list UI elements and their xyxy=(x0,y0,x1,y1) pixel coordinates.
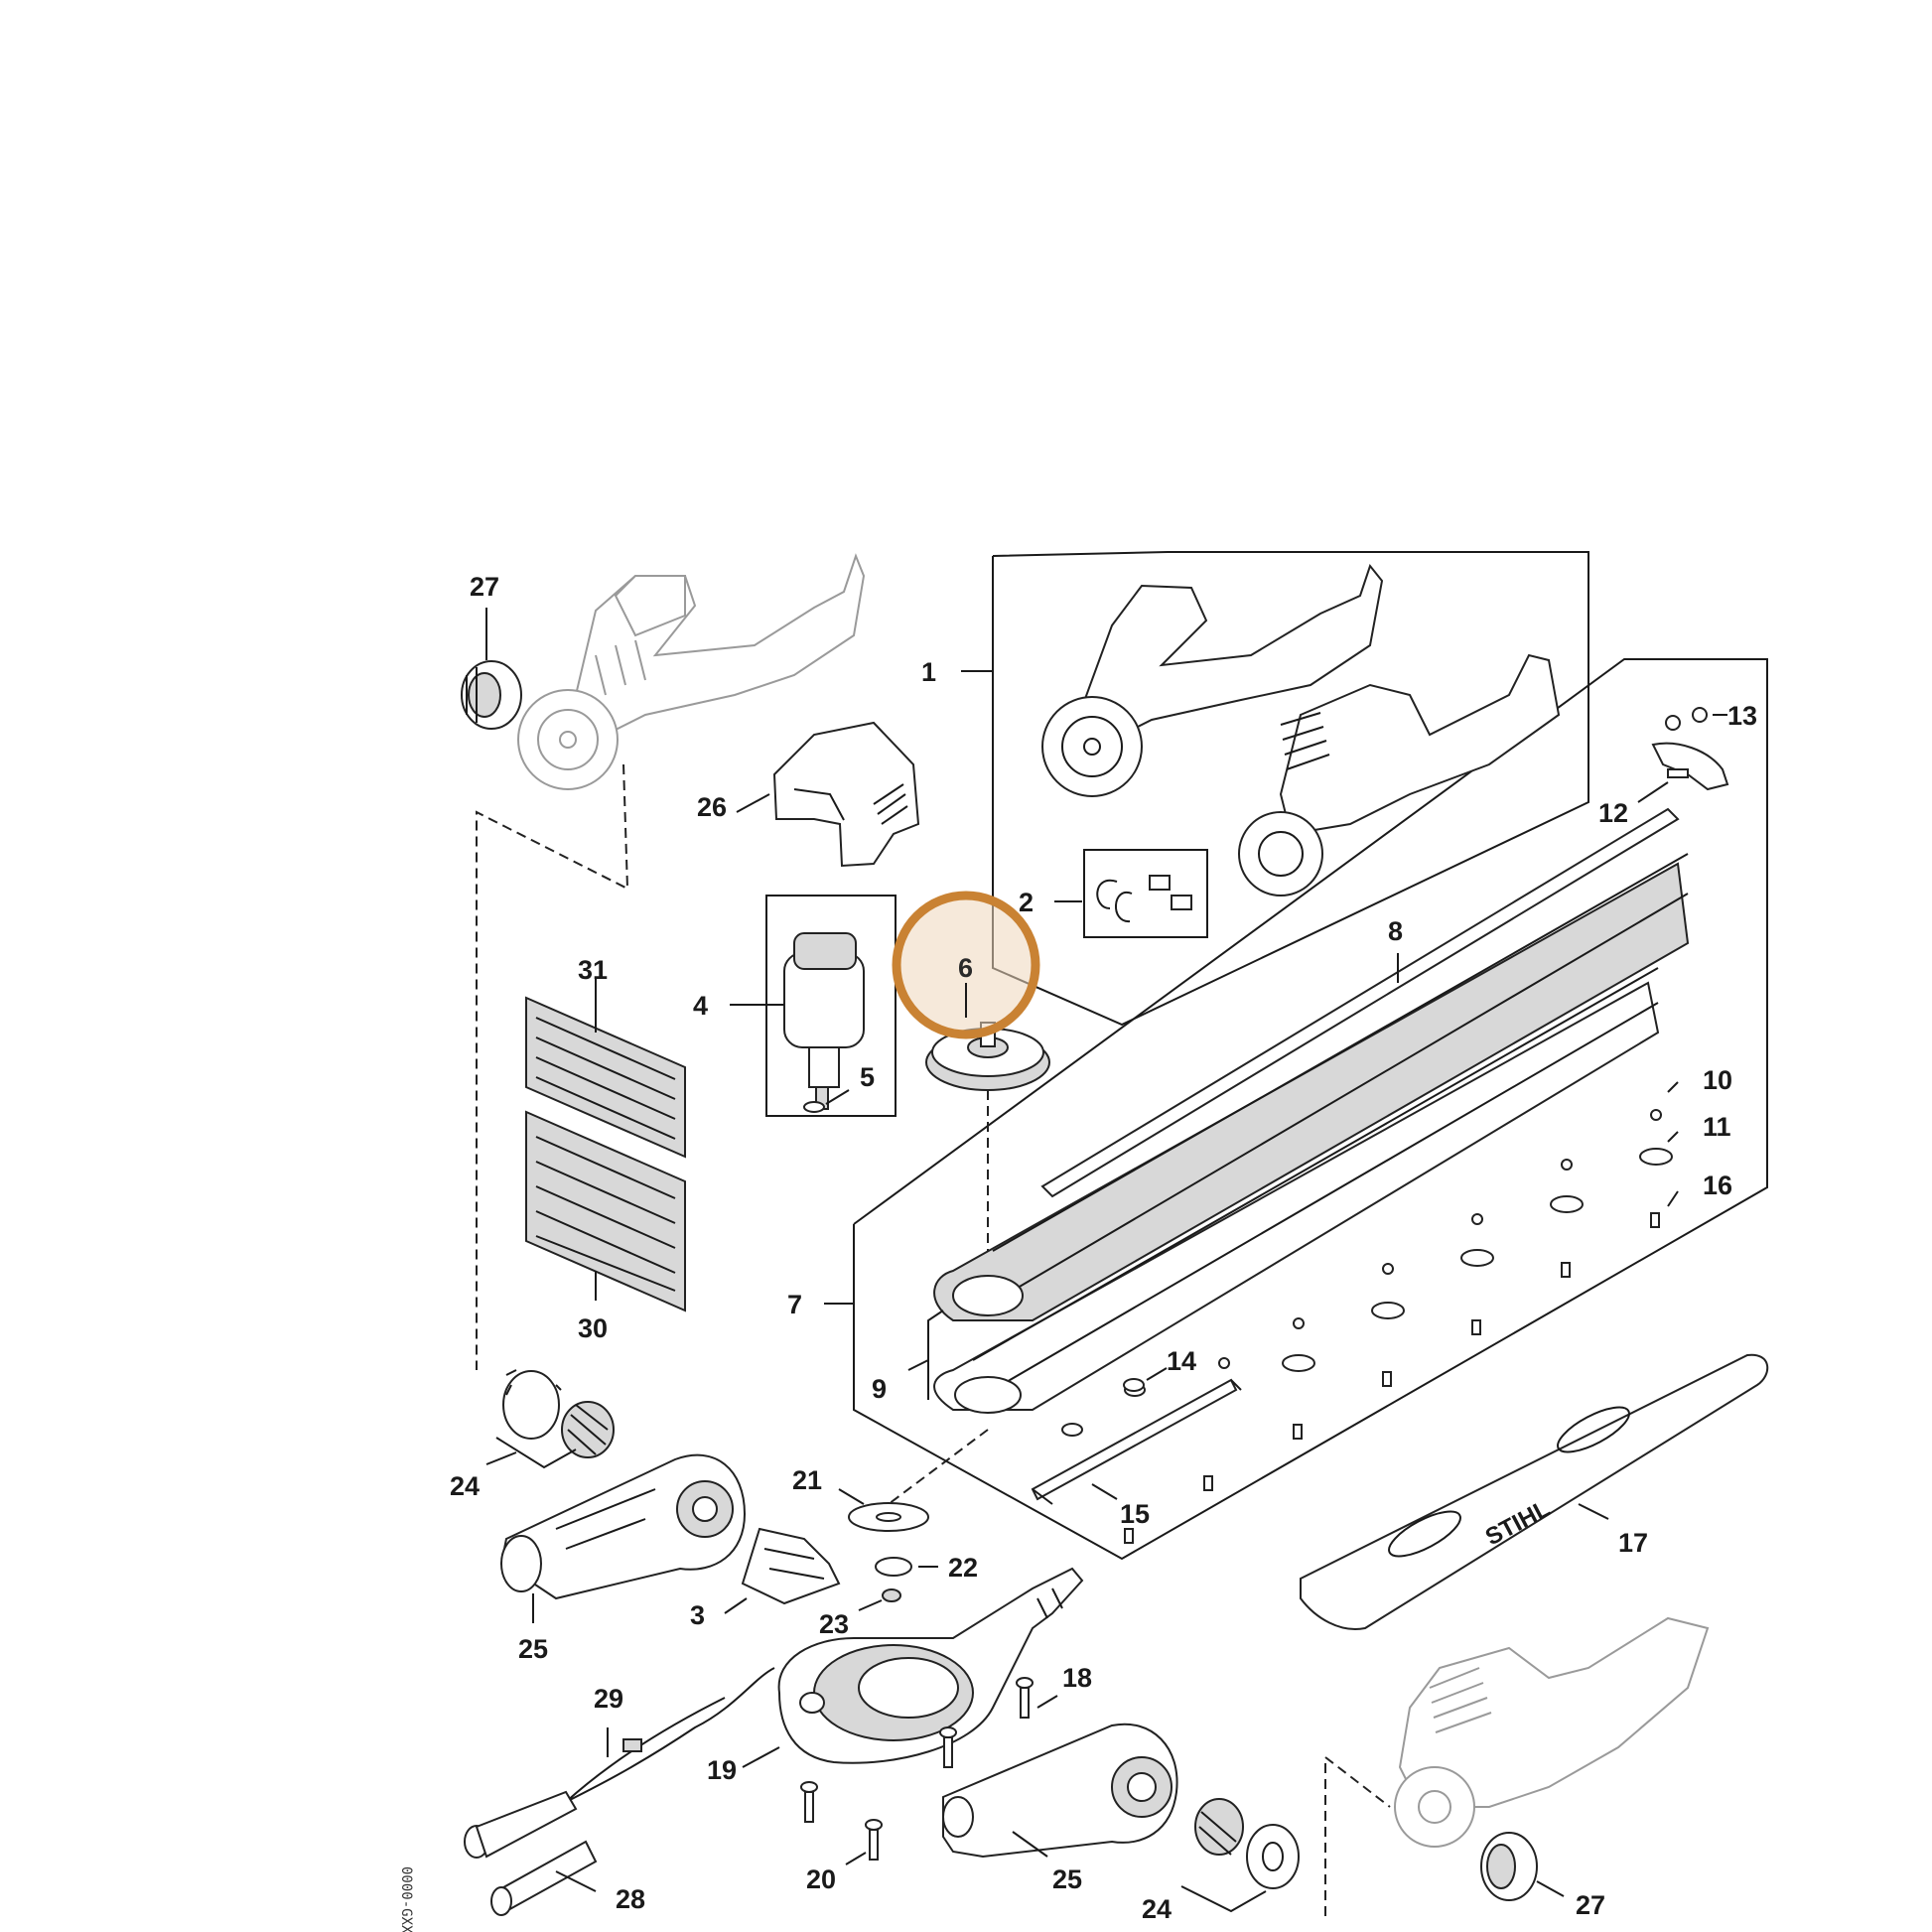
callout-11: 11 xyxy=(1703,1112,1731,1142)
leader-24a xyxy=(495,1437,577,1469)
guide-bar xyxy=(1031,1378,1242,1505)
leader-27b xyxy=(1536,1880,1565,1897)
pinion-right xyxy=(1194,1798,1300,1889)
end-cap-top xyxy=(461,660,522,730)
callout-13: 13 xyxy=(1727,701,1757,731)
leader-10 xyxy=(1667,1081,1679,1093)
fasteners xyxy=(1061,1109,1673,1663)
leader-18 xyxy=(1036,1695,1058,1709)
leader-21 xyxy=(838,1488,865,1505)
leader-25b xyxy=(1012,1831,1048,1858)
dash-washer xyxy=(888,1429,989,1505)
leader-24a-b xyxy=(485,1451,517,1465)
leader-5 xyxy=(825,1089,850,1105)
leader-15 xyxy=(1091,1483,1118,1500)
callout-26: 26 xyxy=(697,792,727,822)
callout-23: 23 xyxy=(819,1609,849,1639)
brush-set xyxy=(1096,875,1192,923)
callout-29: 29 xyxy=(594,1684,623,1714)
dash-link-left xyxy=(476,763,629,1370)
group-box-7 xyxy=(853,658,1768,1561)
callout-28: 28 xyxy=(616,1884,645,1914)
leader-19 xyxy=(742,1746,780,1768)
housing-left xyxy=(499,1453,747,1600)
callout-8: 8 xyxy=(1388,916,1403,946)
blade-guard: STIHL xyxy=(1300,1353,1769,1630)
callout-20: 20 xyxy=(806,1864,836,1894)
callout-4: 4 xyxy=(693,991,708,1021)
dash-link-right xyxy=(1324,1754,1391,1916)
blade-lower xyxy=(933,967,1660,1414)
callout-27b: 27 xyxy=(1576,1890,1605,1920)
handle-assembly xyxy=(1041,563,1561,897)
leader-16 xyxy=(1667,1190,1679,1207)
callout-6: 6 xyxy=(958,953,973,983)
ghost-handle-bottom xyxy=(1394,1616,1710,1848)
callout-18: 18 xyxy=(1062,1663,1092,1693)
housing-right xyxy=(942,1723,1178,1859)
end-cap-bottom xyxy=(1480,1832,1538,1901)
pinion-left xyxy=(502,1369,615,1458)
callout-19: 19 xyxy=(707,1755,737,1785)
leader-24b xyxy=(1180,1885,1267,1913)
clamp xyxy=(741,1527,841,1605)
callout-25a: 25 xyxy=(518,1634,548,1664)
callout-12: 12 xyxy=(1598,798,1628,828)
callout-30: 30 xyxy=(578,1313,608,1343)
callout-27a: 27 xyxy=(470,572,499,602)
callout-25b: 25 xyxy=(1052,1864,1082,1894)
clip xyxy=(1651,707,1729,791)
callout-17: 17 xyxy=(1618,1528,1648,1558)
callout-31: 31 xyxy=(578,955,608,985)
leader-17 xyxy=(1578,1503,1609,1520)
callout-21: 21 xyxy=(792,1465,822,1495)
callout-9: 9 xyxy=(872,1374,887,1404)
callout-24a: 24 xyxy=(450,1471,480,1501)
motor-cover xyxy=(772,721,920,868)
callout-24b: 24 xyxy=(1142,1894,1172,1924)
leader-26 xyxy=(736,793,770,813)
leader-20 xyxy=(845,1852,867,1865)
leader-12 xyxy=(1637,781,1669,803)
gearbox xyxy=(777,1567,1084,1764)
group-box-1 xyxy=(992,551,1589,1027)
cable-assembly xyxy=(464,1667,775,1859)
callout-3: 3 xyxy=(690,1600,705,1630)
callout-1: 1 xyxy=(921,657,936,687)
drawing-code: 0000-GXX-0000 xyxy=(398,1866,414,1932)
callout-5: 5 xyxy=(860,1062,875,1092)
motor xyxy=(783,932,865,1113)
callout-7: 7 xyxy=(787,1290,802,1319)
callout-labels: 1 2 3 4 5 6 7 8 9 10 11 12 13 14 15 16 1… xyxy=(450,572,1757,1924)
tube xyxy=(490,1840,598,1916)
ring-22 xyxy=(875,1557,912,1577)
leader-3 xyxy=(724,1597,748,1614)
group-box-2 xyxy=(1083,849,1208,938)
screw-18 xyxy=(939,1677,1034,1768)
callout-14: 14 xyxy=(1167,1346,1196,1376)
leader-23 xyxy=(858,1599,883,1611)
leader-11 xyxy=(1667,1131,1679,1143)
nut-23 xyxy=(882,1588,901,1602)
highlight-marker xyxy=(892,891,1040,1039)
callout-22: 22 xyxy=(948,1553,978,1583)
ghost-handle-top xyxy=(517,553,866,790)
callout-2: 2 xyxy=(1019,888,1034,917)
leader-14 xyxy=(1146,1367,1168,1381)
leader-9 xyxy=(907,1310,944,1400)
leader-28 xyxy=(555,1870,597,1892)
label-plates xyxy=(525,996,686,1312)
callout-15: 15 xyxy=(1120,1499,1150,1529)
callout-10: 10 xyxy=(1703,1065,1732,1095)
callout-16: 16 xyxy=(1703,1171,1732,1200)
screw-20 xyxy=(800,1781,883,1861)
nut-14 xyxy=(1123,1378,1145,1392)
blade-upper xyxy=(933,807,1690,1321)
